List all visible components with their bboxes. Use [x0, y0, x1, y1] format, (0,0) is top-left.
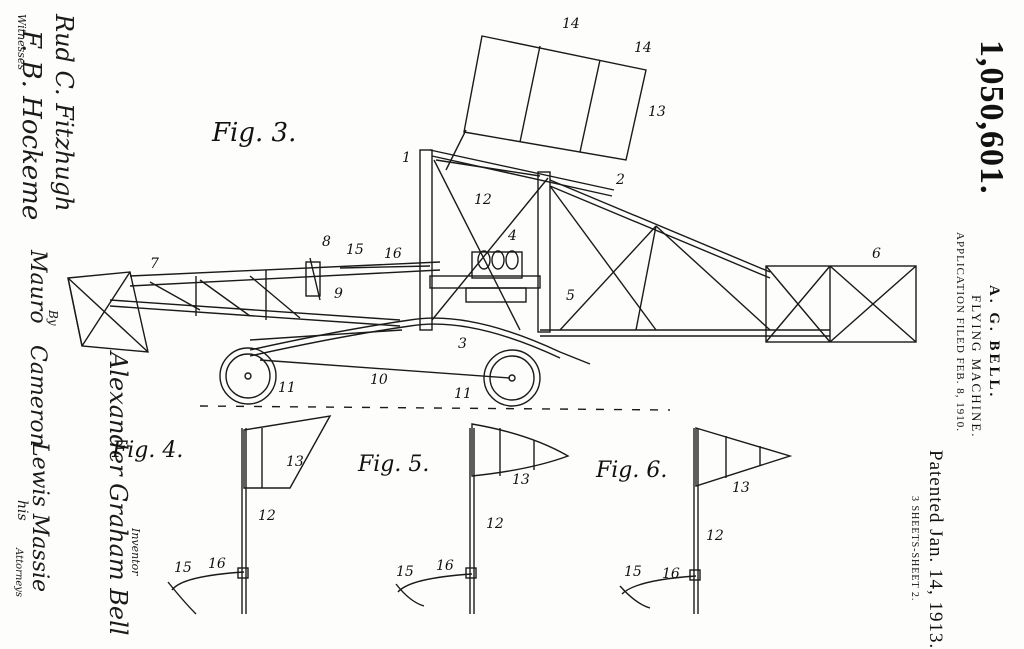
ref-numeral: 13 — [732, 480, 750, 496]
ref-numeral: 4 — [508, 228, 517, 244]
tail-cell-6 — [765, 265, 917, 343]
witness-signature-1: Rud C. Fitzhugh — [50, 14, 78, 212]
fig5-label: Fig. 5. — [358, 452, 430, 477]
ref-numeral: 14 — [634, 40, 652, 56]
ref-numeral: 9 — [334, 286, 343, 302]
inventor-signature: Alexander Graham Bell — [104, 352, 132, 636]
fig3-label: Fig. 3. — [212, 118, 297, 148]
ref-numeral: 7 — [150, 256, 159, 272]
front-cell-7 — [67, 271, 149, 353]
ref-numeral: 2 — [616, 172, 625, 188]
chassis-3-10 — [249, 317, 591, 379]
ref-numeral: 11 — [454, 386, 472, 402]
ref-numeral: 13 — [648, 104, 666, 120]
fig4-rudder — [167, 415, 332, 615]
ref-numeral: 5 — [566, 288, 575, 304]
inventor-label: Inventor — [129, 528, 142, 576]
ref-numeral: 16 — [208, 556, 226, 572]
ref-numeral: 13 — [286, 454, 304, 470]
ref-numeral: 1 — [402, 150, 411, 166]
wheels-11 — [219, 347, 541, 407]
ref-numeral: 15 — [346, 242, 364, 258]
flying-machine-drawing — [67, 35, 917, 615]
ref-numeral: 6 — [872, 246, 881, 262]
inventor-name: A. G. BELL. — [986, 285, 1002, 400]
engine-4 — [429, 250, 541, 303]
ref-numeral: 10 — [370, 372, 388, 388]
ref-numeral: 12 — [258, 508, 276, 524]
tail-boom — [540, 179, 830, 337]
mast-12 — [419, 149, 551, 333]
ref-numeral: 3 — [458, 336, 467, 352]
ref-numeral: 13 — [512, 472, 530, 488]
patent-drawing-sheet: 1,050,601. A. G. BELL. FLYING MACHINE. A… — [13, 14, 1010, 649]
ground-line — [199, 405, 671, 411]
wing-13-14 — [429, 35, 647, 197]
fig5-rudder — [395, 423, 570, 614]
ref-numeral: 16 — [662, 566, 680, 582]
ref-numeral: 11 — [278, 380, 296, 396]
his-label: his — [14, 500, 30, 521]
ref-numeral: 12 — [474, 192, 492, 208]
ref-numeral: 16 — [384, 246, 402, 262]
ref-numeral: 15 — [396, 564, 414, 580]
ref-numeral: 14 — [562, 16, 580, 32]
patented-date: Patented Jan. 14, 1913. — [925, 450, 946, 649]
sheet-count: 3 SHEETS-SHEET 2. — [909, 496, 920, 602]
fig4-label: Fig. 4. — [112, 438, 184, 463]
attorney-firm-signature: Lewis Massie — [27, 442, 52, 593]
fuselage-frame — [109, 261, 441, 327]
ref-numeral: 12 — [486, 516, 504, 532]
ref-numeral: 15 — [624, 564, 642, 580]
fig6-label: Fig. 6. — [596, 458, 668, 483]
attorneys-label: Attorneys — [13, 548, 24, 598]
steering-8 — [305, 257, 431, 301]
attorney-signature-2: Cameron — [25, 345, 50, 447]
ref-numeral: 15 — [174, 560, 192, 576]
fig6-rudder — [619, 427, 793, 614]
patent-number: 1,050,601. — [973, 40, 1010, 195]
invention-title: FLYING MACHINE. — [969, 295, 984, 439]
application-filed: APPLICATION FILED FEB. 8, 1910. — [954, 232, 966, 432]
ref-numeral: 8 — [322, 234, 331, 250]
witness-signature-2: F. B. Hockeme — [16, 30, 46, 221]
attorney-signature-1: Mauro — [25, 250, 50, 324]
ref-numeral: 16 — [436, 558, 454, 574]
ref-numeral: 12 — [706, 528, 724, 544]
